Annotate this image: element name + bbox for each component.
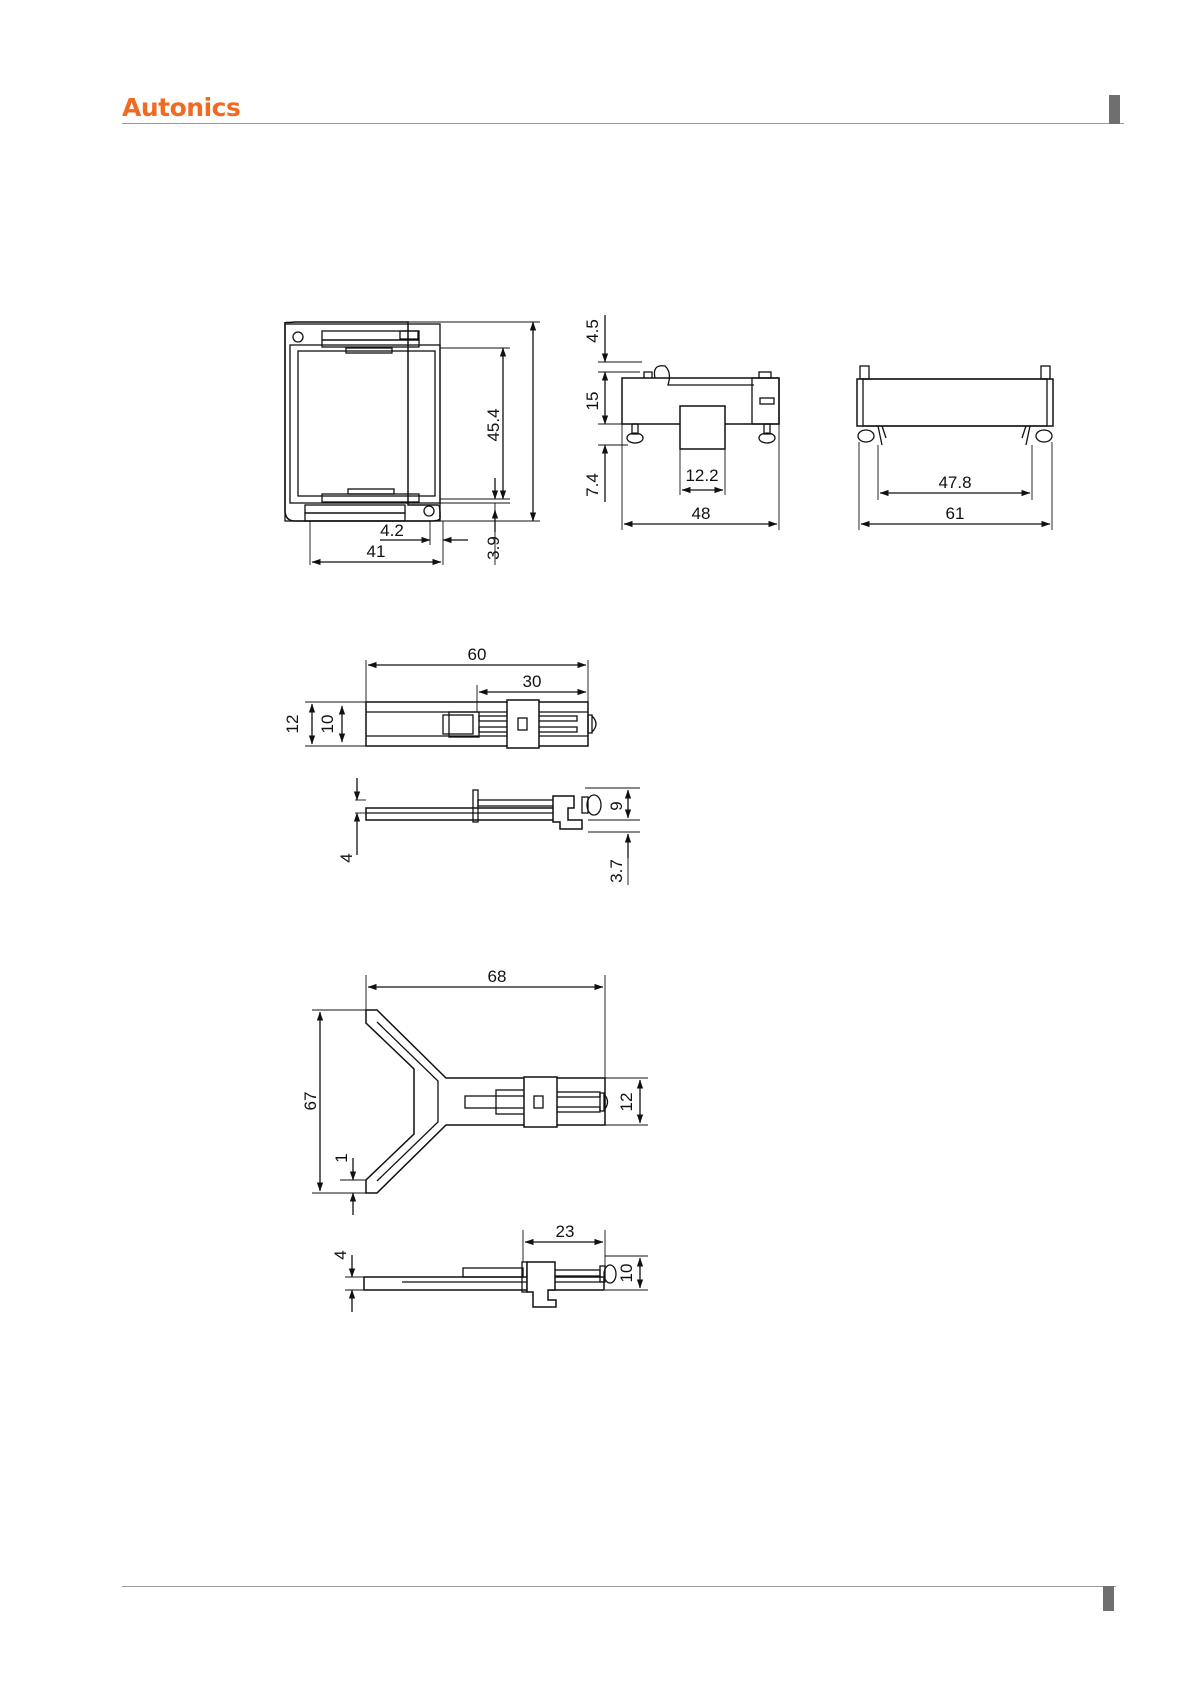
clip-a-top-view: 60 30 12 10	[283, 645, 596, 748]
dim-width: 12	[617, 1093, 636, 1112]
dim-arm: 1	[332, 1153, 351, 1162]
socket-rear-view: 47.8 61	[857, 366, 1053, 530]
dim-offset: 4.2	[380, 521, 404, 540]
dim-base: 3.7	[607, 859, 626, 883]
dim-pin: 7.4	[583, 473, 602, 497]
clip-b-side-view: 4 23 10	[331, 1222, 648, 1312]
dim-length: 68	[488, 967, 507, 986]
dim-body: 15	[583, 392, 602, 411]
dim-outer-width: 12	[283, 715, 302, 734]
dim-hook-width: 23	[556, 1222, 575, 1241]
dim-width: 41	[367, 542, 386, 561]
dim-inner-width: 10	[318, 715, 337, 734]
dim-width: 48	[692, 504, 711, 523]
dim-thickness: 4	[331, 1250, 350, 1259]
clip-a-side-view: 4 9 3.7	[337, 778, 640, 885]
dim-length: 60	[468, 645, 487, 664]
socket-front-view: 45.4 4.2 41 3.9	[285, 322, 540, 565]
dim-gap: 3.9	[484, 536, 503, 560]
dim-hook-height: 10	[617, 1264, 636, 1283]
dim-outer: 61	[946, 504, 965, 523]
socket-side-view: 4.5 15 7.4 12.2 48	[583, 315, 779, 530]
dim-slot: 12.2	[685, 466, 718, 485]
dim-height-inner: 45.4	[484, 408, 503, 441]
dim-inner: 47.8	[938, 473, 971, 492]
dim-half: 30	[523, 672, 542, 691]
clip-b-top-view: 68 67 1 12	[301, 967, 648, 1215]
dim-span: 67	[301, 1092, 320, 1111]
dim-hook-height: 9	[607, 801, 626, 810]
dim-top: 4.5	[583, 319, 602, 343]
dim-thickness: 4	[337, 853, 356, 862]
